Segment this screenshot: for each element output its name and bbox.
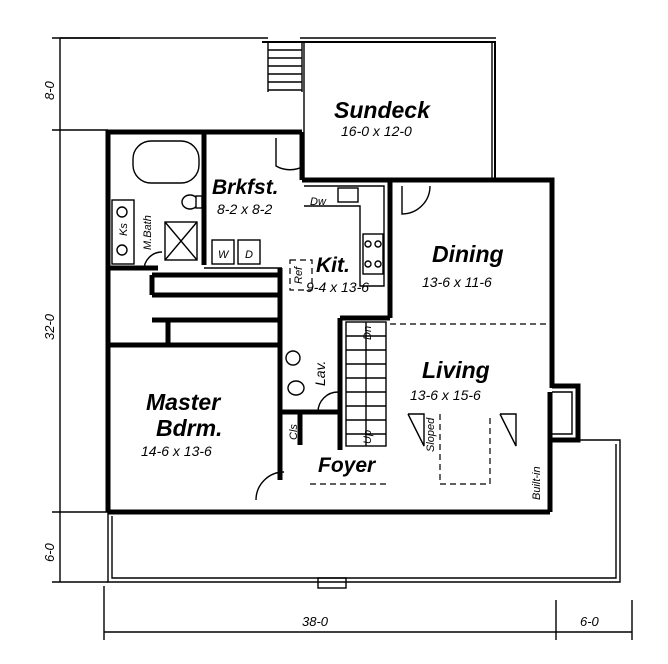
- kitchen-counter: [304, 185, 385, 287]
- brkfst-label: Brkfst.: [212, 176, 279, 199]
- d-label: D: [245, 249, 253, 261]
- dryer: [237, 239, 261, 265]
- w-label: W: [218, 249, 230, 261]
- dimension-lines: [52, 37, 633, 640]
- lav-sink: [285, 350, 301, 366]
- dim-porch: 6-0: [580, 614, 600, 629]
- door-lav: [317, 391, 339, 413]
- ks-label: Ks: [118, 223, 130, 236]
- small-labels: M.Bath Ks W D Dw Ref Lav. Cls Dn Up Slop…: [118, 196, 543, 500]
- sundeck-stairs: [267, 42, 303, 92]
- sundeck-label: Sundeck: [334, 97, 431, 123]
- dim-bottom: 6-0: [42, 542, 57, 562]
- door-foyer: [255, 471, 285, 501]
- master-label-1: Master: [146, 389, 221, 415]
- doors: [143, 138, 431, 501]
- bathtub: [132, 140, 200, 184]
- shower: [164, 221, 198, 261]
- mbath-label: M.Bath: [142, 215, 154, 250]
- exterior-walls: [105, 129, 581, 515]
- door-mbath: [143, 251, 163, 271]
- builtin-label: Built-in: [531, 466, 543, 500]
- interior-walls: [108, 132, 393, 480]
- master-label-2: Bdrm.: [156, 415, 222, 441]
- vanity: [111, 199, 135, 265]
- sloped-label: Sloped: [425, 417, 437, 452]
- master-size: 14-6 x 13-6: [141, 443, 212, 459]
- kitchen-sink: [337, 187, 359, 203]
- lav-toilet: [287, 380, 305, 396]
- kit-size: 9-4 x 13-6: [306, 279, 369, 295]
- front-porch: [107, 439, 621, 589]
- dim-width: 38-0: [302, 614, 329, 629]
- main-stairs: [345, 321, 387, 447]
- living-size: 13-6 x 15-6: [410, 387, 481, 403]
- up-label: Up: [362, 430, 374, 444]
- brkfst-size: 8-2 x 8-2: [217, 201, 272, 217]
- kit-label: Kit.: [316, 254, 350, 277]
- dim-top: 8-0: [42, 80, 57, 100]
- lav-label: Lav.: [312, 361, 328, 386]
- fixtures: [111, 140, 550, 485]
- dw-label: Dw: [310, 196, 327, 208]
- ref-label: Ref: [293, 266, 305, 284]
- dn-label: Dn: [362, 326, 374, 340]
- cls-label: Cls: [288, 424, 300, 440]
- dining-size: 13-6 x 11-6: [422, 274, 492, 290]
- dining-label: Dining: [432, 241, 504, 267]
- foyer-label: Foyer: [318, 454, 377, 477]
- living-label: Living: [422, 357, 490, 383]
- dim-middle: 32-0: [42, 313, 57, 340]
- washer: [211, 239, 235, 265]
- dimension-labels: 8-0 32-0 6-0 38-0 6-0: [42, 80, 600, 629]
- door-brkfst: [275, 138, 305, 171]
- door-dining: [401, 185, 431, 215]
- room-labels: Sundeck 16-0 x 12-0 Brkfst. 8-2 x 8-2 Ki…: [141, 97, 504, 477]
- sundeck-size: 16-0 x 12-0: [341, 123, 412, 139]
- refrigerator: [289, 259, 313, 291]
